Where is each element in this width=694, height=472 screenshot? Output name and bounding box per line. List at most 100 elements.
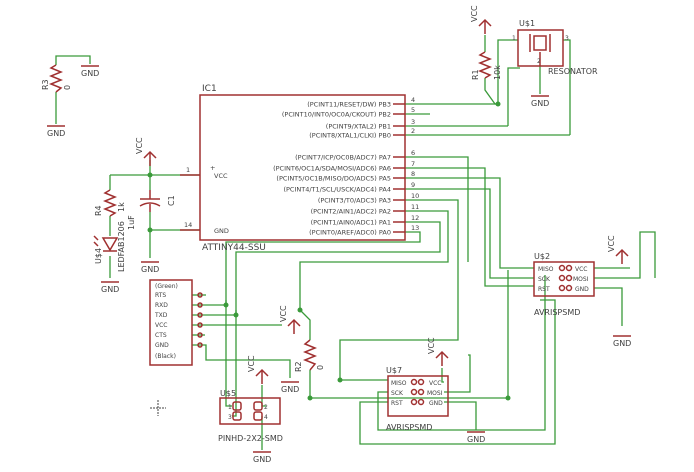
wire-u5-pin3 xyxy=(232,310,237,417)
gnd-label: GND xyxy=(141,265,159,274)
u7-pads xyxy=(410,378,425,406)
led-ray-1 xyxy=(93,235,99,241)
wire-pa4 xyxy=(405,188,534,279)
r3-symbol: R3 0 xyxy=(41,64,72,93)
led-triangle xyxy=(101,237,119,252)
vcc-label: VCC xyxy=(470,5,479,22)
resonator-pin3: 3 xyxy=(565,35,569,42)
junction-txd xyxy=(233,312,239,318)
vcc-symbol: VCC xyxy=(247,355,269,384)
wire-u5-vcc xyxy=(261,385,266,407)
origin-cross xyxy=(150,400,166,416)
ic1-pin-label: (PCINT11/RESET/DW) PB3 xyxy=(307,101,391,109)
u2-ref: U$2 xyxy=(534,252,550,261)
wire-ftdi-rxd xyxy=(192,300,227,306)
wire-pa2 xyxy=(299,210,449,310)
c1-symbol: C1 1uF xyxy=(127,190,176,230)
ic1-pin-label: (PCINT10/INT0/OC0A/CKOUT) PB2 xyxy=(282,111,391,119)
wire-ftdi-gnd xyxy=(192,344,291,378)
ic1-vcc-label: VCC xyxy=(214,172,228,180)
u7-gnd: GND xyxy=(429,400,443,407)
ftdi-pin-label: RTS xyxy=(155,292,166,299)
u7-symbol: U$7 AVRISPSMD MISO SCK RST VCC MOSI GND xyxy=(386,366,449,432)
ic1-plus: + xyxy=(210,164,215,172)
u7-body xyxy=(387,375,449,417)
ftdi-pin-label: VCC xyxy=(155,322,167,329)
u2-sck: SCK xyxy=(538,276,551,283)
u7-sck: SCK xyxy=(391,390,404,397)
r1-ref: R1 xyxy=(471,69,480,80)
ic1-pin-number: 4 xyxy=(411,96,415,104)
wire-pa7 xyxy=(405,156,469,262)
wire-r1-pb3 xyxy=(484,78,498,105)
c1-ref: C1 xyxy=(167,195,176,206)
ftdi-pin-pad xyxy=(197,312,203,318)
gnd-label: GND xyxy=(467,435,485,444)
r4-symbol: R4 1k xyxy=(94,189,126,217)
gnd-symbol: GND xyxy=(253,451,271,464)
wires xyxy=(55,35,656,450)
wire-res-pin3 xyxy=(563,39,571,135)
ic1-pin-label: (PCINT4/T1/SCL/USCK/ADC4) PA4 xyxy=(283,186,391,194)
u5-pin2: 2 xyxy=(264,404,268,411)
ic1-pin-number: 6 xyxy=(411,149,415,157)
u2-gnd: GND xyxy=(575,286,589,293)
resonator-value: RESONATOR xyxy=(548,67,598,76)
c1-plate-bottom xyxy=(139,202,161,207)
ftdi-pin-label: TXD xyxy=(154,312,168,319)
wire-pa6 xyxy=(405,167,534,287)
wire-u7-sck xyxy=(377,275,546,431)
ftdi-pin-label: RXD xyxy=(155,302,168,309)
wire-u7-mosi xyxy=(444,354,471,393)
r1-symbol: R1 10k xyxy=(471,51,502,80)
u2-mosi: MOSI xyxy=(573,276,589,283)
junction-rst xyxy=(505,395,511,401)
led-ray-2 xyxy=(93,241,99,247)
wire-u7-rst xyxy=(359,299,556,445)
wire-reset-res xyxy=(497,39,518,104)
gnd-label: GND xyxy=(281,385,299,394)
led-ref: U$4 xyxy=(94,248,103,264)
junction-r2 xyxy=(297,307,303,313)
ic1-pin-number: 2 xyxy=(411,127,415,135)
u5-pin4: 4 xyxy=(264,414,268,421)
u5-symbol: U$5 PINHD-2X2-SMD 1 2 3 4 xyxy=(218,389,283,443)
r1-value: 10k xyxy=(493,65,502,80)
gnd-label: GND xyxy=(613,339,631,348)
vcc-label: VCC xyxy=(135,137,144,154)
junction-vcc xyxy=(147,172,153,178)
r2-value: 0 xyxy=(316,365,325,370)
gnd-label: GND xyxy=(531,99,549,108)
ic1-pin-label: (PCINT0/AREF/ADC0) PA0 xyxy=(309,229,391,237)
wire-pa5 xyxy=(405,177,534,269)
u2-symbol: U$2 AVRISPSMD MISO SCK RST VCC MOSI GND xyxy=(533,252,595,317)
gnd-symbol: GND xyxy=(613,335,631,348)
resonator-pin1: 1 xyxy=(512,35,516,42)
vcc-label: VCC xyxy=(279,305,288,322)
gnd-symbol: GND xyxy=(47,125,65,138)
wire-u7-vcc xyxy=(441,368,444,383)
resonator-crystal xyxy=(533,35,547,51)
u2-value: AVRISPSMD xyxy=(534,308,580,317)
gnd-symbol: GND xyxy=(467,431,485,444)
r3-value: 0 xyxy=(63,85,72,90)
power-symbols: VCC VCC VCC VCC VCC VCC GND GND GND GND GND GND GND G… xyxy=(47,5,631,464)
ftdi-pin-pad xyxy=(197,332,203,338)
wire-r2-top xyxy=(299,309,311,340)
r2-symbol: R2 0 xyxy=(294,339,325,372)
gnd-symbol: GND xyxy=(281,381,299,394)
ftdi-pin-label: GND xyxy=(155,342,169,349)
gnd-label: GND xyxy=(253,455,271,464)
resonator-symbol: U$1 RESONATOR 1 2 3 xyxy=(512,19,598,76)
vcc-label: VCC xyxy=(607,235,616,252)
wire-pa1 xyxy=(235,221,441,310)
ic1-pin-number: 10 xyxy=(411,192,419,200)
u5-pin1: 1 xyxy=(228,404,232,411)
vcc-symbol: VCC xyxy=(279,305,301,334)
ic1-pin-number: 13 xyxy=(411,224,419,232)
ftdi-pin-label: (Black) xyxy=(155,353,176,360)
ic1-pin-label: (PCINT8/XTAL1/CLKI) PB0 xyxy=(309,132,391,140)
ic1-value: ATTINY44-SSU xyxy=(202,243,266,253)
ftdi-body xyxy=(149,279,193,366)
